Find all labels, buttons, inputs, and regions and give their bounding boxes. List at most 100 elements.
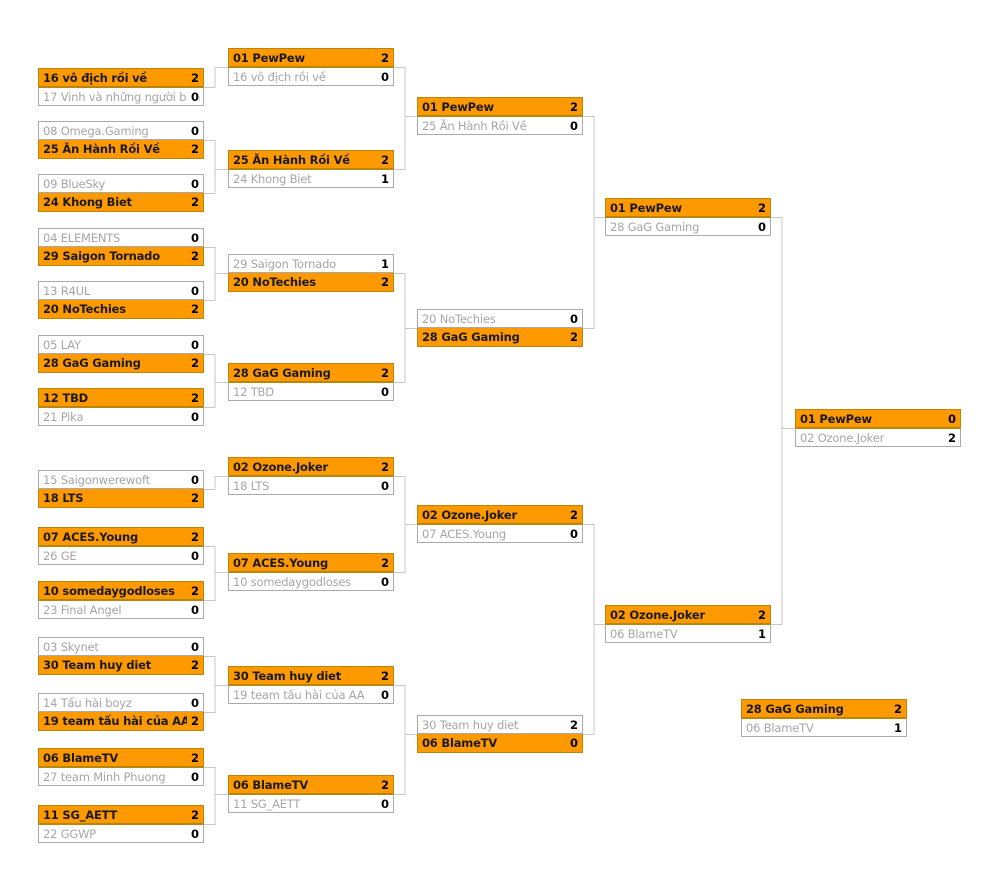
bracket-connector-line <box>394 328 417 383</box>
team-score: 2 <box>187 354 199 372</box>
team-seed-name: 10 somedaygodloses <box>43 584 175 598</box>
team-seed-name: 10 somedaygodloses <box>233 575 351 589</box>
team-score: 0 <box>187 229 199 246</box>
team-seed-name: 16 vô địch rồi về <box>43 71 147 85</box>
team-slot[interactable]: 28 GaG Gaming 2 <box>417 328 583 347</box>
team-name: somedaygodloses <box>250 575 352 589</box>
team-score: 0 <box>187 601 199 618</box>
team-seed-name: 24 Khong Biet <box>43 195 132 209</box>
team-score: 0 <box>187 175 199 192</box>
team-seed-name: 30 Team huy diet <box>43 658 151 672</box>
bracket-connector-line <box>771 428 795 625</box>
team-seed: 01 <box>610 201 626 215</box>
team-name: TBD <box>62 391 88 405</box>
team-slot[interactable]: 01 PewPew 0 <box>795 409 961 428</box>
team-seed-name: 06 BlameTV <box>746 721 814 735</box>
team-seed: 10 <box>233 575 248 589</box>
bracket-connector-line <box>204 382 228 408</box>
bracket-connector-line <box>583 116 605 218</box>
team-score: 0 <box>187 768 199 785</box>
team-score: 2 <box>377 49 389 66</box>
team-name: GaG Gaming <box>441 330 520 344</box>
team-seed-name: 02 Ozone.Joker <box>800 431 884 445</box>
team-seed-name: 01 PewPew <box>610 201 682 215</box>
team-seed: 28 <box>422 330 438 344</box>
team-seed: 29 <box>43 249 59 263</box>
team-name: GGWP <box>60 827 97 841</box>
team-name: Ăn Hành Rồi Về <box>439 119 527 133</box>
team-seed: 28 <box>43 356 59 370</box>
bracket-connector-line <box>771 217 795 429</box>
team-score: 0 <box>944 410 956 427</box>
team-seed-name: 01 PewPew <box>800 412 872 426</box>
team-seed: 28 <box>746 702 762 716</box>
team-name: Ozone.Joker <box>252 460 328 474</box>
team-name: Team huy diet <box>62 658 152 672</box>
team-score: 2 <box>566 328 578 346</box>
